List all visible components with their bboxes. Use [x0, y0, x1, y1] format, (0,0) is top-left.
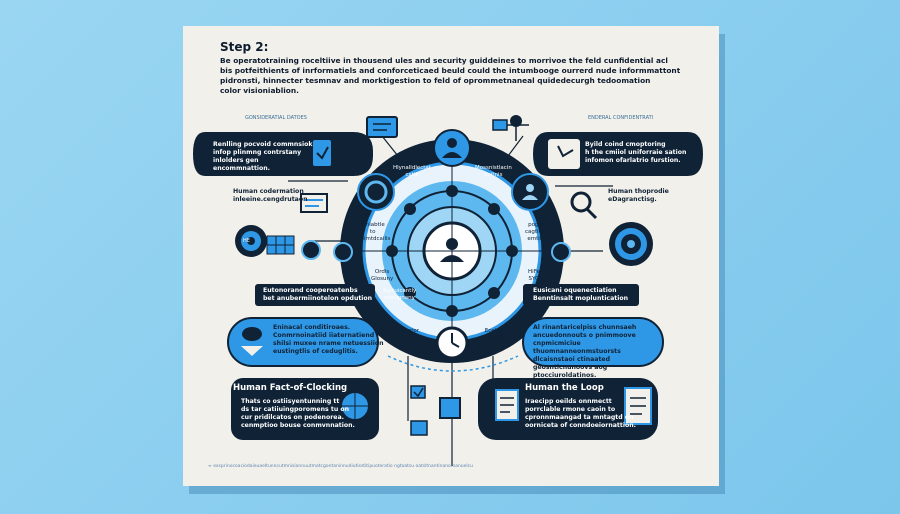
clock-icon	[435, 326, 469, 360]
ring-label-lower-right: HiFe SYO	[528, 269, 540, 282]
infographic-sheet: Step 2: Be operatotraining roceltiive in…	[183, 26, 719, 486]
panel-top-right-text: Byild coind cmoptoring h the cmiiol unif…	[585, 141, 687, 164]
intro-line: color visioniablion.	[220, 86, 299, 95]
blue-right-text: Al rinantaricelpiss chunnsaeh ancuedonno…	[533, 324, 637, 379]
ring-label-left: Innlabtle to proimtdcailis	[355, 222, 391, 242]
gear-badge-label: HE	[243, 238, 250, 244]
left-note: Human codermation inleeine.cengdrutaon	[233, 188, 308, 203]
blue-left-text: Eninacal conditiroaes. Conmrnoinatiid ii…	[273, 324, 384, 355]
step-title: Step 2:	[220, 40, 269, 54]
mid-left-bar	[255, 284, 375, 306]
bottom-left-body: Thats co ostiisyentunning tt ds tar cati…	[241, 398, 355, 429]
right-note: Human thoprodie eDagranctisg.	[608, 188, 669, 203]
tag-top-right: ENDERAL CONFIDENTRATI	[588, 115, 654, 121]
ring-label-bottom-right: Ecelute shatolier	[483, 328, 507, 341]
blue-left-panel	[227, 317, 379, 367]
target-icon	[609, 222, 653, 266]
footer-text: ≈ exsprinocoaciodaieuaeltunncutmnisionnu…	[208, 464, 474, 469]
diagram-graphics	[193, 115, 703, 466]
ring-label-top-left: Hlynalldlectat cxtik	[393, 165, 431, 178]
ring-label-lower-left: Ordis Glosuny	[371, 269, 394, 282]
intro-text: Be operatotraining roceltiive in thousen…	[220, 56, 680, 96]
bottom-right-panel	[478, 378, 658, 440]
ring-label-inner-lower-left: Surtuicantly encugnany	[383, 288, 417, 301]
magnifier-icon	[570, 191, 598, 220]
cloud-icon	[241, 327, 263, 356]
ring-label-right: pogoin cagticele emtiles	[525, 222, 550, 242]
bottom-left-panel	[231, 378, 379, 440]
intro-line: pidronsti, hinnecter tesmnav and morktig…	[220, 76, 651, 85]
mid-left-bar-text: Eutonorand cooperoatenbs bet anubermiino…	[263, 287, 373, 302]
bottom-left-heading: Human Fact-of-Clocking	[233, 383, 348, 393]
mid-right-bar-text: Eusicani oquenectiation Benntinsalt mopl…	[533, 287, 629, 302]
intro-line: bis potfeithients of inrformatiels and c…	[220, 66, 680, 75]
blue-right-panel	[522, 317, 664, 367]
panel-top-left-text: Renlling pocvoid commnsiok infop plinmng…	[213, 141, 313, 172]
person-icon	[440, 238, 464, 262]
intro-line: Be operatotraining roceltiive in thousen…	[220, 56, 668, 65]
bottom-right-heading: Human the Loop	[525, 383, 604, 393]
tag-top-left: GONSIDERATIAL DATOES	[245, 115, 307, 121]
network-icon	[492, 115, 529, 141]
chat-icon	[366, 116, 398, 138]
ring-label-top-right: Mossnistlacin cnitnis	[475, 165, 512, 178]
gear-icon	[235, 225, 267, 257]
mid-right-bar	[523, 284, 639, 306]
bottom-right-body: Iraecipp oeilds onnmectt porrclable rmon…	[525, 398, 636, 429]
ring-label-bottom-left: Concerntotor	[383, 328, 420, 334]
